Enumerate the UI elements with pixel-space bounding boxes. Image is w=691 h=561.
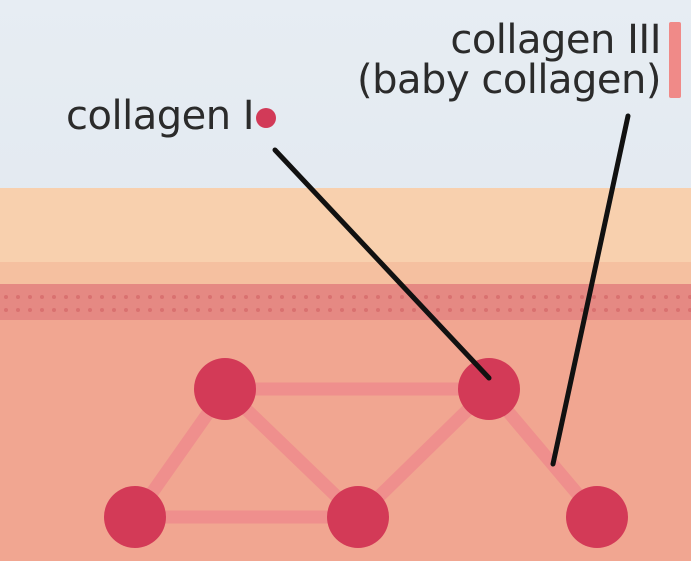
collagen-i-node-bottom-right [566,486,628,548]
skin-layer-upper-band [0,262,691,284]
collagen-i-node-bottom-middle [327,486,389,548]
collagen-i-node-top-left [194,358,256,420]
collagen-iii-label-line1: collagen III [357,20,661,60]
collagen-iii-legend-bar [669,22,681,98]
collagen-i-node-top-right [458,358,520,420]
collagen-i-legend-dot [256,108,276,128]
collagen-i-node-bottom-left [104,486,166,548]
collagen-i-label: collagen I [66,96,254,136]
collagen-iii-label-line2: (baby collagen) [357,60,661,100]
skin-layer-top [0,188,691,274]
collagen-iii-label: collagen III (baby collagen) [357,20,661,100]
